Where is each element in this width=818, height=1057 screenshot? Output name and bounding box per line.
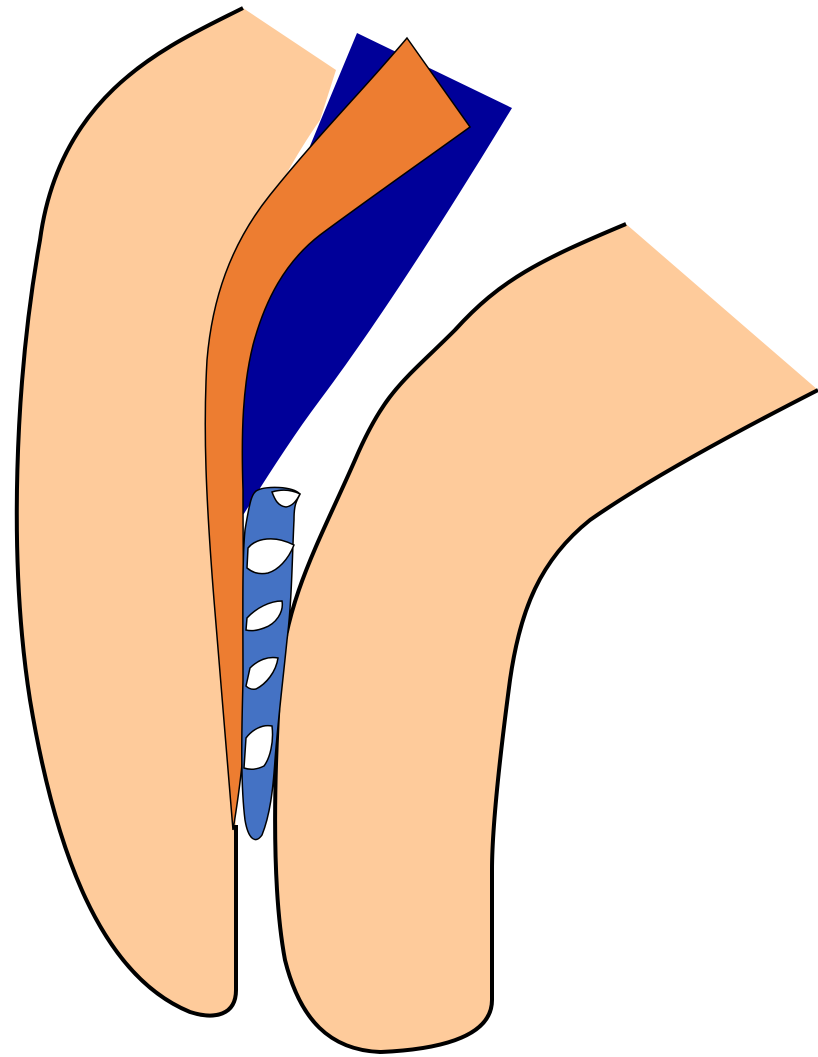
diagram-canvas [0,0,818,1057]
